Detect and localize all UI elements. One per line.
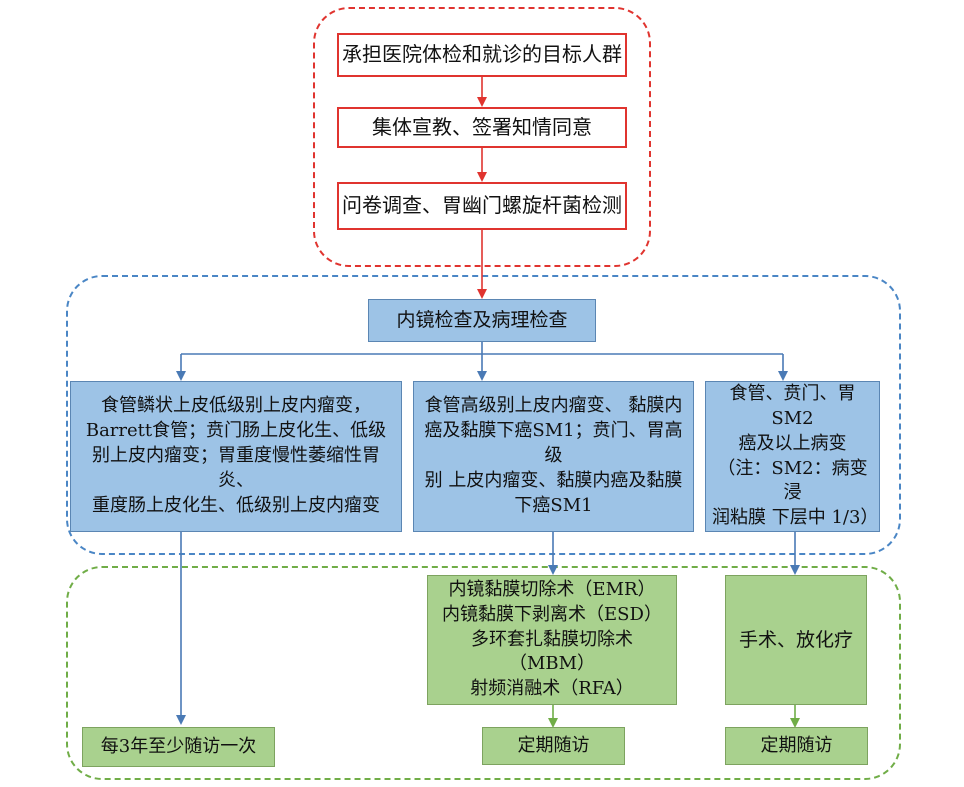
low-grade-line-2: Barrett食管；贲门肠上皮化生、低级: [85, 420, 387, 442]
treatment-emr: 内镜黏膜切除术（EMR）: [448, 578, 656, 600]
diagnosis-stage-group: [66, 275, 901, 555]
endoscopy-pathology-text: 内镜检查及病理检查: [396, 309, 568, 332]
advanced-line-4: 润粘膜 下层中 1/3）: [712, 507, 879, 529]
treatment-stage-group: [66, 566, 901, 780]
advanced-line-1: 食管、贲门、胃SM2: [729, 383, 856, 429]
treatment-rfa: 射频消融术（RFA）: [470, 678, 634, 700]
followup-3-years-text: 每3年至少随访一次: [100, 735, 257, 757]
followup-regular-1-box: 定期随访: [482, 727, 625, 765]
followup-regular-2-box: 定期随访: [725, 727, 868, 765]
advanced-line-3: （注：SM2：病变浸: [717, 457, 868, 504]
followup-3-years-box: 每3年至少随访一次: [82, 727, 275, 767]
low-grade-line-4: 重度肠上皮化生、低级别上皮内瘤变: [92, 494, 380, 516]
high-grade-line-2: 癌及黏膜下癌SM1；贲门、胃高级: [424, 420, 683, 467]
high-grade-line-1: 食管高级别上皮内瘤变、 黏膜内: [424, 395, 683, 417]
surgery-treatment-box: 手术、放化疗: [725, 575, 867, 705]
advanced-lesions-box: 食管、贲门、胃SM2 癌及以上病变 （注：SM2：病变浸 润粘膜 下层中 1/3…: [705, 381, 880, 532]
consent-box: 集体宣教、签署知情同意: [337, 107, 627, 148]
surgery-treatment-text: 手术、放化疗: [738, 628, 853, 651]
endoscopic-treatment-box: 内镜黏膜切除术（EMR） 内镜黏膜下剥离术（ESD） 多环套扎黏膜切除术（MBM…: [427, 575, 677, 705]
treatment-mbm: 多环套扎黏膜切除术（MBM）: [471, 628, 633, 675]
treatment-esd: 内镜黏膜下剥离术（ESD）: [442, 603, 662, 625]
screening-text: 问卷调查、胃幽门螺旋杆菌检测: [342, 193, 622, 218]
high-grade-line-3: 别 上皮内瘤变、黏膜内癌及黏膜: [424, 469, 683, 491]
followup-regular-1-text: 定期随访: [517, 734, 590, 756]
endoscopy-pathology-box: 内镜检查及病理检查: [368, 299, 596, 342]
consent-text: 集体宣教、签署知情同意: [372, 114, 592, 139]
low-grade-line-1: 食管鳞状上皮低级别上皮内瘤变，: [101, 395, 371, 417]
followup-regular-2-text: 定期随访: [760, 734, 833, 756]
target-population-text: 承担医院体检和就诊的目标人群: [342, 42, 622, 67]
low-grade-lesions-box: 食管鳞状上皮低级别上皮内瘤变， Barrett食管；贲门肠上皮化生、低级 别上皮…: [70, 381, 402, 532]
target-population-box: 承担医院体检和就诊的目标人群: [337, 33, 627, 77]
high-grade-lesions-box: 食管高级别上皮内瘤变、 黏膜内 癌及黏膜下癌SM1；贲门、胃高级 别 上皮内瘤变…: [413, 381, 694, 532]
advanced-line-2: 癌及以上病变: [738, 432, 847, 454]
high-grade-line-4: 下癌SM1: [514, 494, 593, 516]
screening-box: 问卷调查、胃幽门螺旋杆菌检测: [337, 182, 627, 230]
low-grade-line-3: 别上皮内瘤变；胃重度慢性萎缩性胃炎、: [92, 445, 380, 491]
